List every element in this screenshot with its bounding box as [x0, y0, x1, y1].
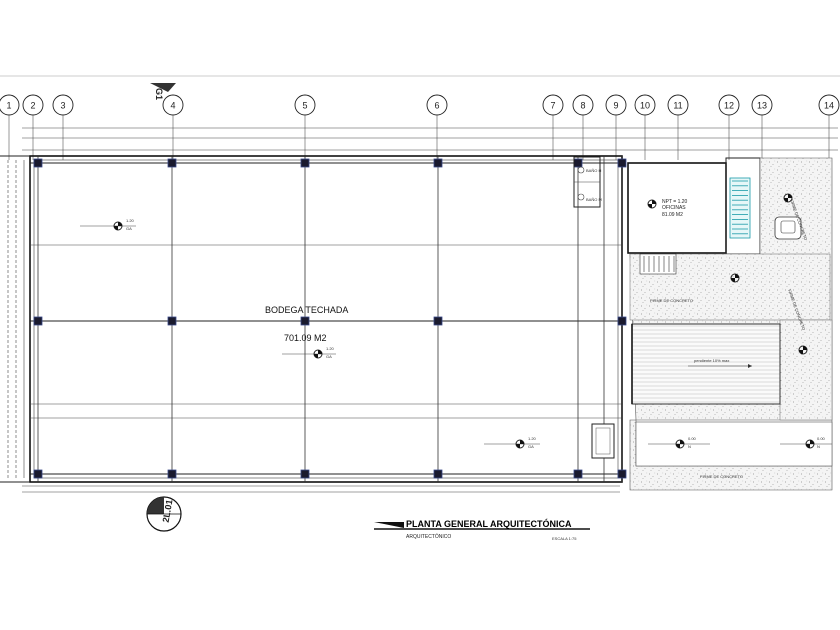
svg-text:1.20: 1.20 — [528, 436, 537, 441]
exterior-stair — [639, 253, 677, 275]
toilet-icon — [577, 193, 585, 201]
grid-axis-bubble: 2 — [22, 94, 44, 160]
grid-axis-label: 6 — [434, 101, 439, 111]
grid-axis-bubble: 8 — [572, 94, 594, 160]
plan-scale: ESCALA 1:75 — [552, 536, 577, 541]
warehouse-area: 701.09 M2 — [284, 333, 327, 343]
level-markers: 1.20 GA 1.20 GA 1.20 GA 0.00 N — [80, 193, 832, 449]
svg-text:N: N — [688, 444, 691, 449]
toilet-icon — [577, 166, 585, 174]
grid-axis-label: 2 — [30, 101, 35, 111]
column — [573, 158, 583, 168]
grid-axis-bubble: 3 — [52, 94, 74, 160]
grid-axis-bubble: 10 — [634, 94, 656, 160]
office-name: OFICINAS — [662, 205, 686, 211]
column — [433, 469, 443, 479]
bath-label-2: BAÑO M — [586, 197, 602, 202]
grid-axis-bubble: 1 — [0, 94, 20, 160]
grid-axis-label: 7 — [550, 101, 555, 111]
grid-axis-label: 11 — [673, 101, 682, 111]
grid-axis-label: 13 — [757, 101, 767, 111]
office-area: 81.09 M2 — [662, 212, 683, 218]
level-marker-6 — [730, 193, 808, 355]
grid-axis-label: 1 — [6, 101, 11, 111]
office-stair — [729, 177, 751, 239]
level-marker-2: 1.20 GA — [282, 346, 336, 359]
section-marker-label: G1 — [154, 88, 164, 100]
column — [433, 316, 443, 326]
column — [33, 316, 43, 326]
plan-title: PLANTA GENERAL ARQUITECTÓNICA — [406, 518, 572, 529]
grid-axis-label: 3 — [60, 101, 65, 111]
column — [617, 316, 627, 326]
office-level: NPT = 1.20 — [662, 199, 688, 205]
grid-axis-bubble: 12 — [718, 94, 740, 160]
column — [573, 469, 583, 479]
svg-text:GA: GA — [528, 444, 534, 449]
office-block: NPT = 1.20 OFICINAS 81.09 M2 — [627, 157, 761, 255]
beam-lines — [30, 162, 622, 475]
exterior-yard: FIRME DE CONCRETO FIRME DE CONCRETO FIRM… — [629, 157, 833, 491]
column — [300, 158, 310, 168]
bathrooms: BAÑO H BAÑO M — [573, 156, 602, 208]
vehicle-icon — [774, 216, 802, 240]
grid-axis-bubble: 11 — [667, 94, 689, 160]
dimension-lines — [22, 127, 838, 493]
column — [167, 158, 177, 168]
grid-axis-bubble: 14 — [818, 94, 840, 160]
grid-axis-label: 12 — [724, 101, 734, 111]
svg-text:1.20: 1.20 — [126, 218, 135, 223]
grid-axis-bubble: 5 — [294, 94, 316, 160]
level-marker-1: 1.20 GA — [80, 218, 136, 231]
column — [300, 469, 310, 479]
column — [433, 158, 443, 168]
plan-subtitle: ARQUITECTÓNICO — [406, 533, 451, 540]
column — [167, 316, 177, 326]
warehouse-walls — [0, 155, 623, 483]
level-marker-5: 0.00 N — [780, 436, 832, 449]
grid-axis-label: 8 — [580, 101, 585, 111]
grid-axis-label: 10 — [640, 101, 650, 111]
svg-text:N: N — [817, 444, 820, 449]
grid-axis-bubble: 13 — [751, 94, 773, 160]
column — [33, 158, 43, 168]
grid-axis-bubble: 4 — [162, 94, 184, 160]
svg-text:0.00: 0.00 — [688, 436, 697, 441]
warehouse-name: BODEGA TECHADA — [265, 305, 348, 315]
detail-marker: 2L.01 — [146, 496, 182, 532]
structural-columns — [33, 158, 627, 479]
svg-text:1.20: 1.20 — [326, 346, 335, 351]
grid-axis-label: 14 — [824, 101, 834, 111]
detail-marker-label: 2L.01 — [161, 499, 175, 523]
grid-axis-label: 9 — [613, 101, 618, 111]
column — [617, 469, 627, 479]
ramp: pendiente 10% max — [631, 323, 781, 405]
bath-label-1: BAÑO H — [586, 168, 601, 173]
grid-axis-label: 5 — [302, 101, 307, 111]
level-marker-4: 0.00 N — [648, 436, 710, 449]
svg-text:GA: GA — [326, 354, 332, 359]
firme-label-2: FIRME DE CONCRETO — [700, 474, 743, 479]
column — [617, 158, 627, 168]
firme-label-1: FIRME DE CONCRETO — [650, 298, 693, 303]
grid-axis-bubble: 6 — [426, 94, 448, 160]
column — [300, 316, 310, 326]
section-marker: G1 — [150, 83, 176, 100]
door-frame — [591, 423, 615, 459]
column — [167, 469, 177, 479]
vertical-grid-lines — [37, 156, 623, 482]
grid-axis-bubble: 9 — [605, 94, 627, 160]
level-marker-3: 1.20 GA — [484, 436, 540, 449]
svg-text:0.00: 0.00 — [817, 436, 826, 441]
svg-text:GA: GA — [126, 226, 132, 231]
grid-axis-label: 4 — [170, 101, 175, 111]
ramp-label: pendiente 10% max — [694, 358, 729, 363]
title-block: PLANTA GENERAL ARQUITECTÓNICA ARQUITECTÓ… — [374, 518, 590, 541]
column — [33, 469, 43, 479]
grid-axis-bubble: 7 — [542, 94, 564, 160]
